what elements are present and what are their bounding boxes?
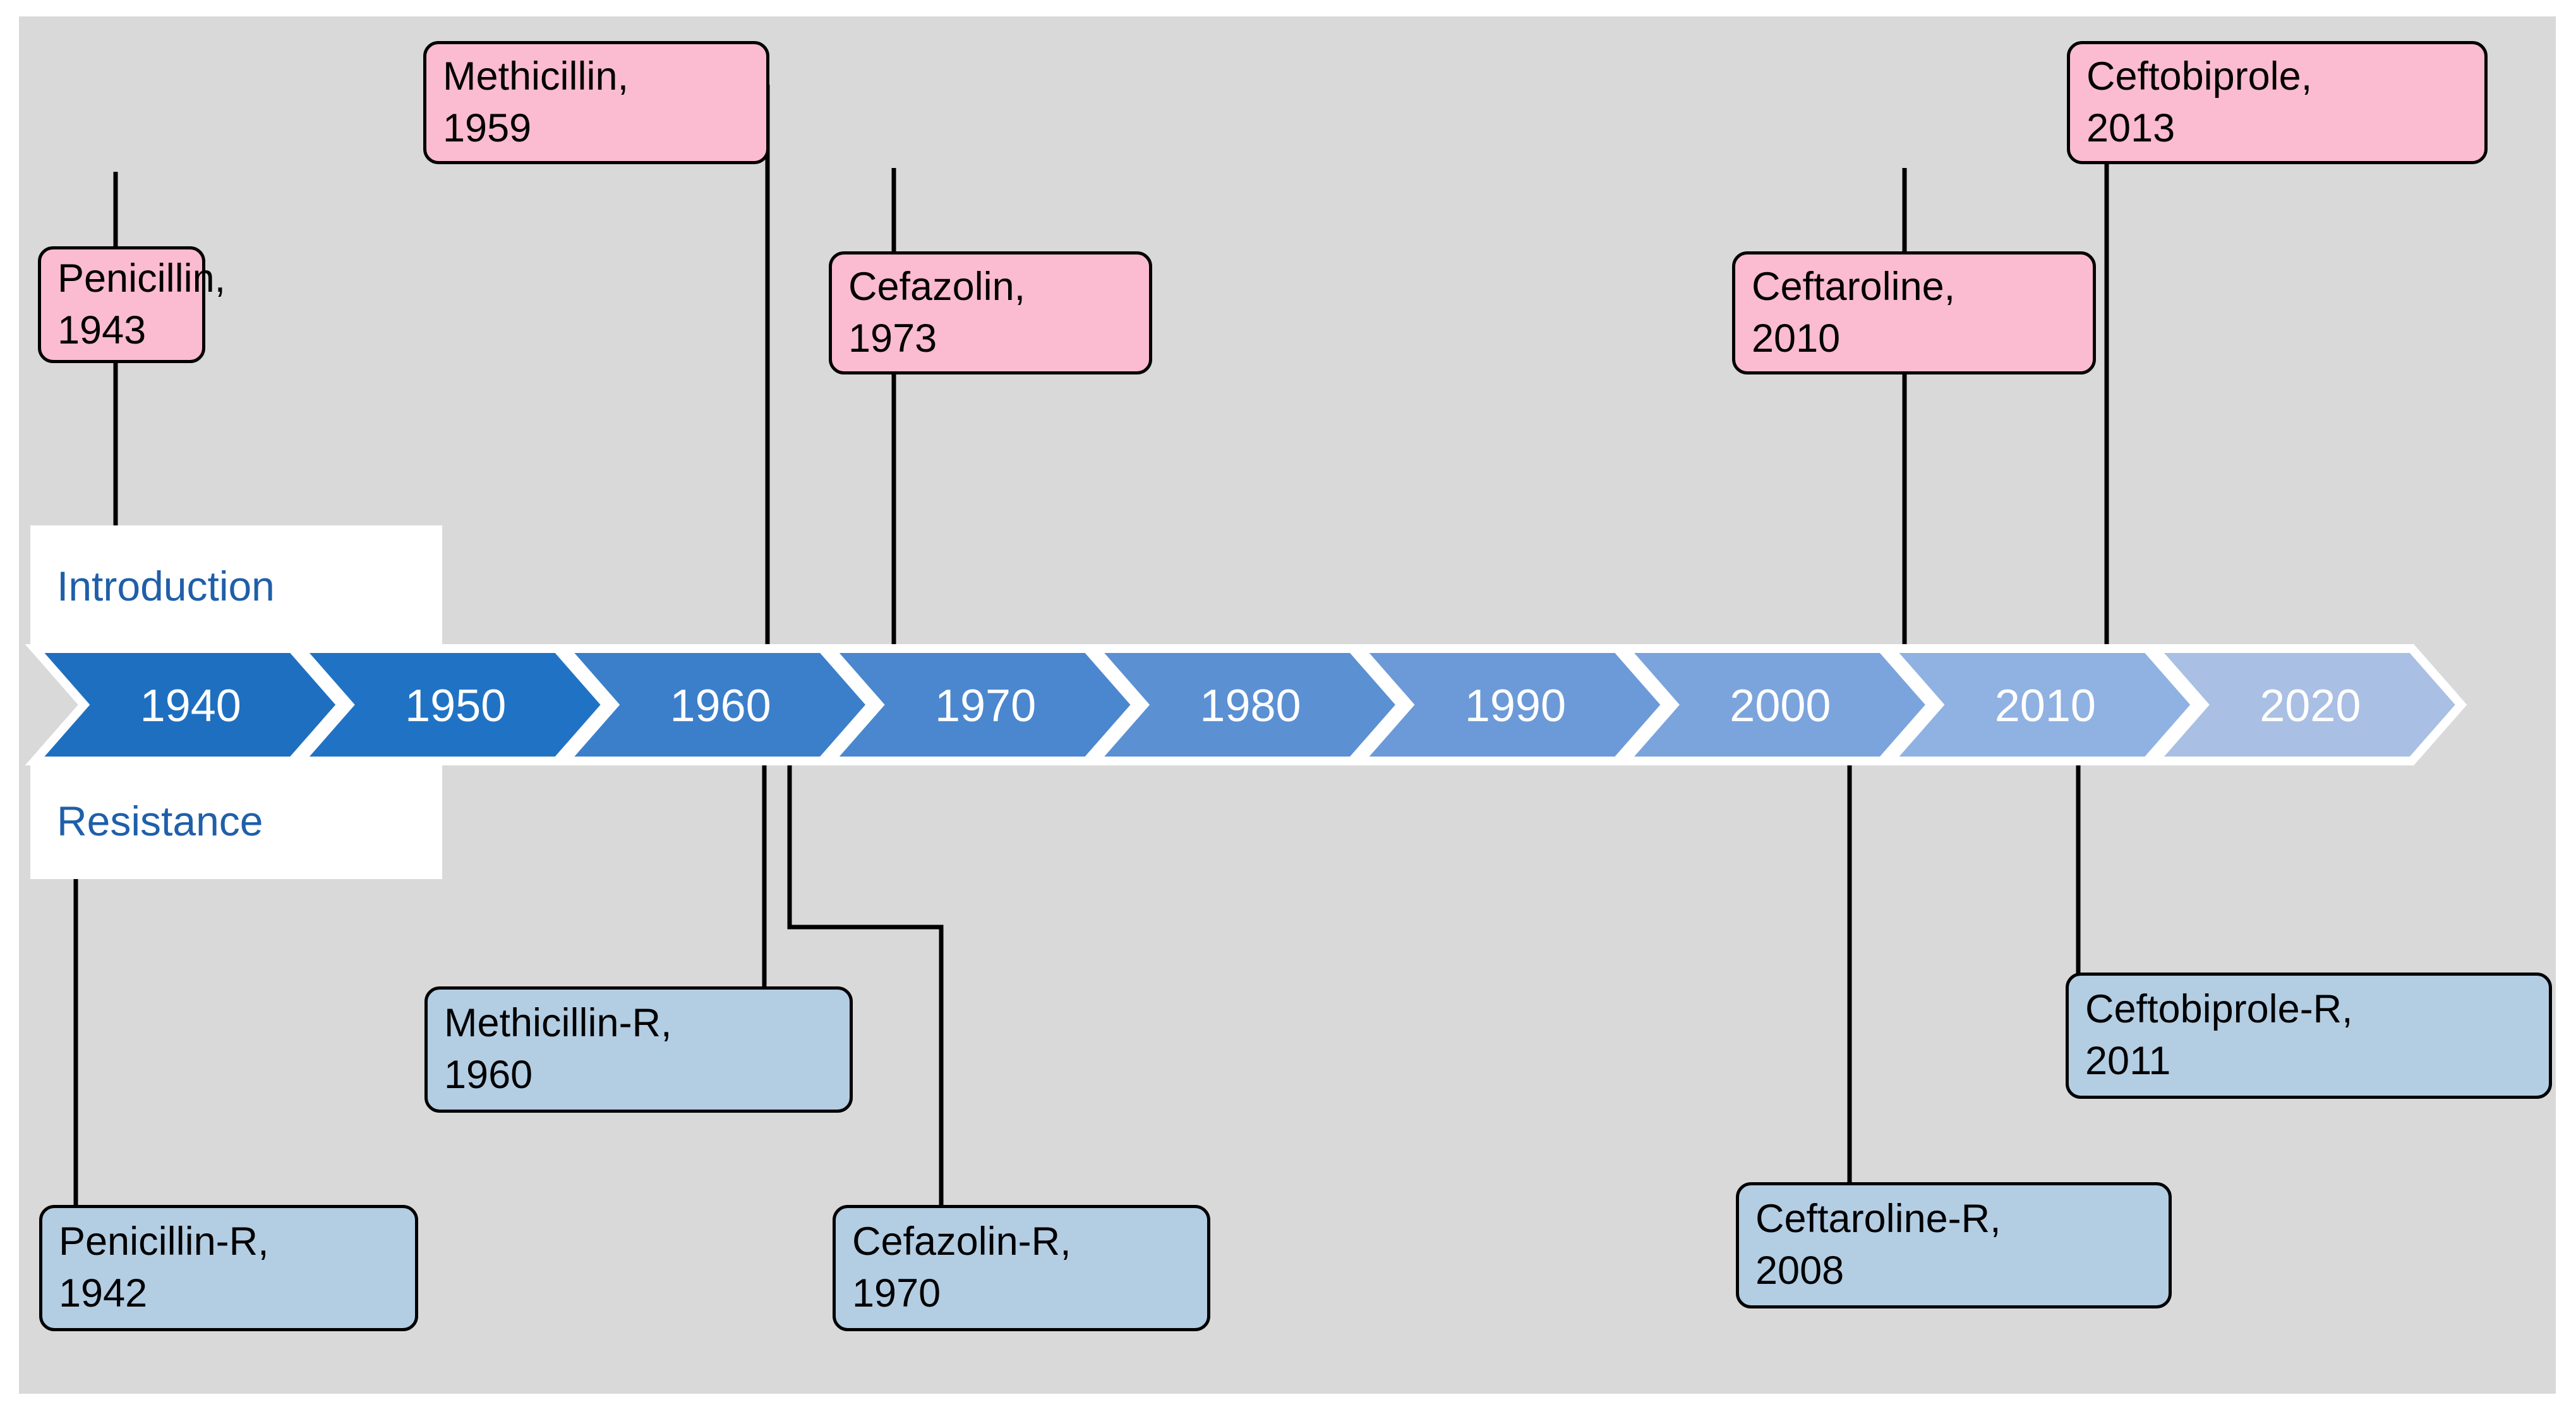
chevron-shape-1980 [1085,644,1407,765]
timeline-chevron-1970[interactable]: 1970 [819,644,1143,765]
intro-box-ceftobiprole[interactable]: Ceftobiprole, 2013 [2067,41,2488,164]
res-box-cefazolin-r[interactable]: Cefazolin-R, 1970 [833,1205,1210,1331]
res-box-penicillin-r-line1: Penicillin-R, [59,1219,269,1264]
intro-box-ceftobiprole-line2: 2013 [2086,105,2176,150]
timeline-chevron-1960[interactable]: 1960 [555,644,877,765]
res-box-penicillin-r[interactable]: Penicillin-R, 1942 [39,1205,418,1331]
timeline-chevron-1940[interactable]: 1940 [25,644,347,765]
timeline-chevron-1990[interactable]: 1990 [1349,644,1672,765]
chevron-shape-2000 [1615,644,1937,765]
chevron-shape-1950 [290,644,613,765]
res-box-methicillin-r-line1: Methicillin-R, [444,1001,672,1046]
chevron-shape-1960 [555,644,877,765]
res-box-methicillin-r[interactable]: Methicillin-R, 1960 [424,986,853,1113]
chevron-shape-1990 [1349,644,1672,765]
label-introduction: Introduction [30,525,442,647]
res-box-ceftobiprole-r-line2: 2011 [2085,1039,2171,1083]
chevron-shape-2020 [2145,644,2467,765]
timeline-chevron-2010[interactable]: 2010 [1879,644,2202,765]
res-box-methicillin-r-line2: 1960 [444,1053,533,1097]
res-box-ceftaroline-r[interactable]: Ceftaroline-R, 2008 [1736,1182,2172,1308]
res-box-ceftaroline-r-line1: Ceftaroline-R, [1755,1197,2001,1242]
chevron-year-label-2010: 2010 [1995,681,2096,731]
intro-box-methicillin-line1: Methicillin, [443,54,629,99]
label-resistance-text: Resistance [57,798,263,844]
chevron-year-label-2020: 2020 [2260,681,2361,731]
chevron-year-label-1970: 1970 [935,681,1036,731]
intro-box-ceftobiprole-line1: Ceftobiprole, [2086,54,2313,99]
intro-box-ceftaroline-line2: 2010 [1752,316,1841,361]
chevron-shape-2010 [1879,644,2202,765]
connector-cefazolin-r [787,758,944,1207]
intro-box-ceftaroline-line1: Ceftaroline, [1752,264,1956,309]
timeline-chevron-1980[interactable]: 1980 [1085,644,1407,765]
label-resistance: Resistance [30,763,442,879]
chevron-shape-1940 [25,644,347,765]
timeline-chevron-1950[interactable]: 1950 [290,644,613,765]
intro-box-cefazolin[interactable]: Cefazolin, 1973 [829,251,1152,374]
chevron-year-label-1990: 1990 [1465,681,1566,731]
intro-box-ceftaroline[interactable]: Ceftaroline, 2010 [1732,251,2096,374]
res-box-cefazolin-r-line1: Cefazolin-R, [852,1219,1071,1264]
chevron-year-label-2000: 2000 [1730,681,1831,731]
intro-box-cefazolin-line1: Cefazolin, [848,264,1026,309]
intro-box-penicillin[interactable]: Penicillin, 1943 [38,246,226,363]
chevron-year-label-1950: 1950 [405,681,506,731]
res-box-ceftaroline-r-line2: 2008 [1755,1248,1845,1293]
res-box-ceftobiprole-r-line1: Ceftobiprole-R, [2085,987,2353,1032]
timeline-chevron-2000[interactable]: 2000 [1615,644,1937,765]
chevron-year-label-1980: 1980 [1200,681,1301,731]
res-box-penicillin-r-line2: 1942 [59,1271,148,1315]
chevron-shape-1970 [819,644,1143,765]
timeline-chevron-2020[interactable]: 2020 [2145,644,2467,765]
chevron-year-label-1940: 1940 [140,681,241,731]
label-introduction-text: Introduction [57,563,275,609]
intro-box-methicillin-line2: 1959 [443,105,532,150]
intro-box-methicillin[interactable]: Methicillin, 1959 [423,41,769,164]
res-box-ceftobiprole-r[interactable]: Ceftobiprole-R, 2011 [2066,973,2552,1099]
intro-box-penicillin-line2: 1943 [57,308,147,352]
intro-box-penicillin-line1: Penicillin, [57,256,226,301]
chevron-year-label-1960: 1960 [670,681,771,731]
res-box-cefazolin-r-line2: 1970 [852,1271,941,1315]
intro-box-cefazolin-line2: 1973 [848,316,937,361]
